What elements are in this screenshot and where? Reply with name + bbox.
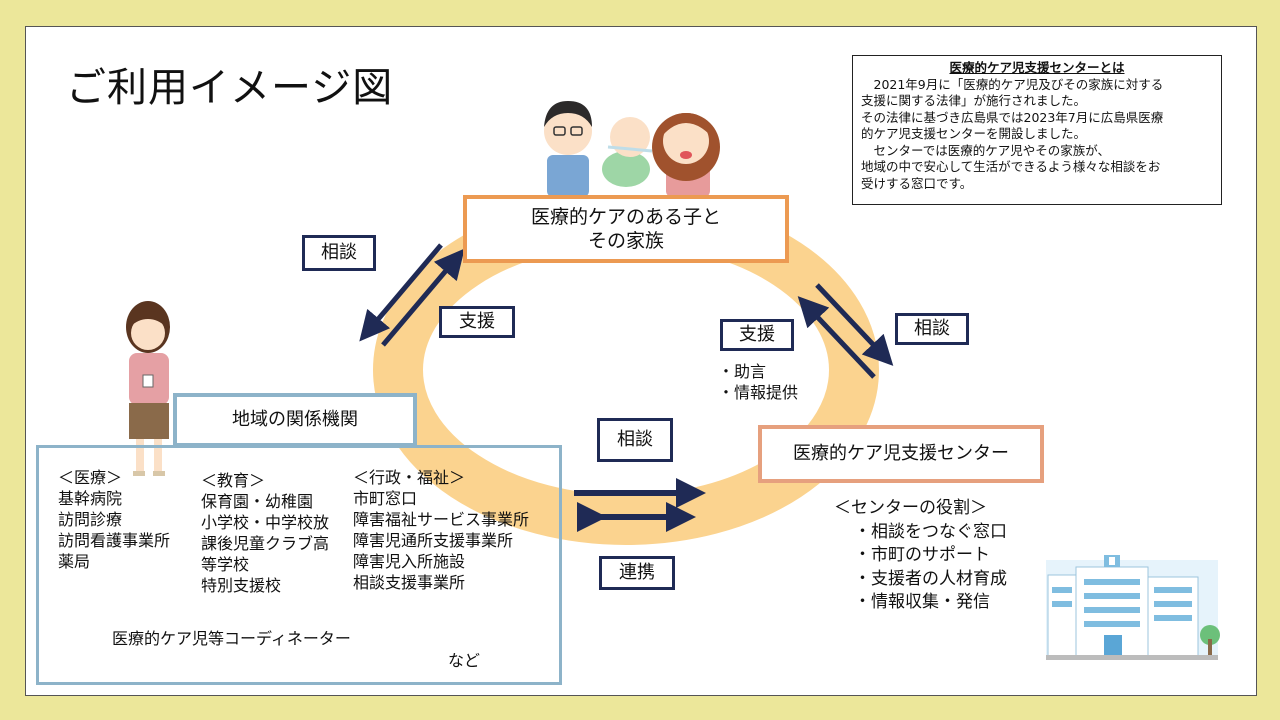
welfare-item: 障害児入所施設 (353, 552, 466, 571)
family-node-line1: 医療的ケアのある子と (530, 206, 721, 228)
welfare-heading: ＜行政・福祉＞ (353, 468, 466, 487)
info-box-line: センターでは医療的ケア児やその家族が、 (861, 142, 1111, 158)
right-arrow-up (797, 296, 876, 379)
coordinator-illustration (126, 301, 170, 476)
education-item: 等学校 (201, 555, 250, 574)
support-items: ・助言 ・情報提供 (718, 361, 798, 403)
center-roles-heading: ＜センターの役割＞ (834, 498, 987, 518)
family-node-line2: その家族 (587, 230, 664, 252)
right-consult-tag: 相談 (895, 313, 969, 345)
page-title: ご利用イメージ図 (66, 65, 394, 111)
medical-column: ＜医療＞ 基幹病院 訪問診療 訪問看護事業所 薬局 (58, 467, 170, 572)
medical-heading: ＜医療＞ (58, 468, 123, 487)
education-item: 保育園・幼稚園 (201, 492, 314, 511)
medical-item: 薬局 (58, 552, 91, 571)
left-support-tag: 支援 (439, 306, 515, 338)
info-box-line: 2021年9月に「医療的ケア児及びその家族に対する (861, 76, 1164, 92)
center-role-item: ・相談をつなぐ窓口 (854, 521, 1007, 542)
left-consult-tag: 相談 (302, 235, 376, 271)
welfare-item: 障害児通所支援事業所 (353, 531, 514, 550)
bottom-cooperate-tag: 連携 (599, 556, 675, 590)
education-heading: ＜教育＞ (201, 471, 266, 490)
info-box-line: その法律に基づき広島県では2023年7月に広島県医療 (861, 109, 1164, 125)
medical-item: 基幹病院 (58, 489, 123, 508)
education-column: ＜教育＞ 保育園・幼稚園 小学校・中学校放 課後児童クラブ高 等学校 特別支援校 (201, 470, 329, 596)
info-box: 医療的ケア児支援センターとは 2021年9月に「医療的ケア児及びその家族に対する… (852, 55, 1222, 205)
center-role-item: ・市町のサポート (854, 545, 990, 565)
center-role-item: ・支援者の人材育成 (854, 568, 1007, 589)
coordinator-label: 医療的ケア児等コーディネーター (112, 629, 351, 648)
welfare-item: 障害福祉サービス事業所 (353, 510, 530, 529)
info-box-heading: 医療的ケア児支援センターとは (949, 60, 1125, 75)
support-item: ・助言 (718, 362, 767, 381)
local-agencies-node: 地域の関係機関 (173, 393, 417, 447)
info-box-line: 受けする窓口です。 (861, 175, 973, 191)
hospital-illustration (1046, 555, 1220, 660)
info-box-line: 支援に関する法律」が施行されました。 (861, 93, 1087, 108)
center-roles: ＜センターの役割＞ ・相談をつなぐ窓口 ・市町のサポート ・支援者の人材育成 ・… (834, 497, 1007, 615)
welfare-item: 相談支援事業所 (353, 573, 466, 592)
bottom-consult-tag: 相談 (597, 418, 673, 462)
info-box-line: 地域の中で安心して生活ができるよう様々な相談をお (861, 159, 1161, 174)
center-role-item: ・情報収集・発信 (854, 592, 990, 612)
left-arrow-up (359, 243, 443, 342)
family-node: 医療的ケアのある子と その家族 (463, 195, 789, 263)
support-center-node: 医療的ケア児支援センター (758, 425, 1044, 483)
right-support-tag: 支援 (720, 319, 794, 351)
education-item: 課後児童クラブ高 (201, 534, 330, 553)
info-box-line: 的ケア児支援センターを開設しました。 (861, 126, 1087, 141)
etc-label: など (448, 651, 481, 670)
welfare-column: ＜行政・福祉＞ 市町窓口 障害福祉サービス事業所 障害児通所支援事業所 障害児入… (353, 467, 529, 593)
medical-item: 訪問診療 (58, 510, 123, 529)
medical-item: 訪問看護事業所 (58, 531, 171, 550)
slide: ご利用イメージ図 医療的ケア児支援センターとは 2021年9月に「医療的ケア児及… (25, 26, 1257, 696)
education-item: 小学校・中学校放 (201, 513, 330, 532)
family-illustration (544, 101, 720, 197)
education-item: 特別支援校 (201, 576, 282, 595)
welfare-item: 市町窓口 (353, 489, 418, 508)
support-item: ・情報提供 (718, 383, 799, 402)
left-arrow-down (381, 248, 465, 347)
